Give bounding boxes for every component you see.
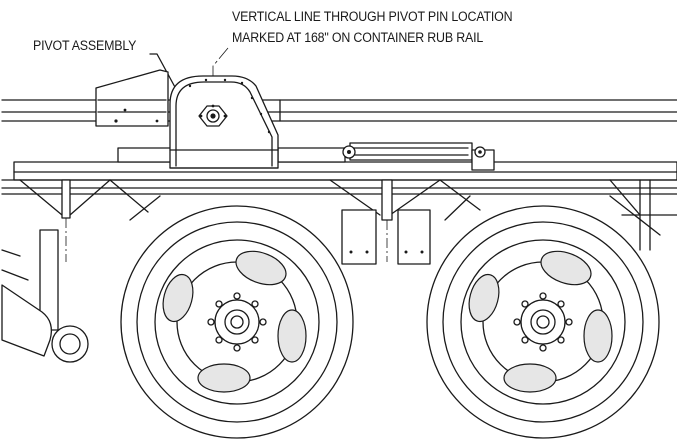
wheel-left [120,205,354,439]
rear-frame [621,179,677,251]
wheel-right [426,205,660,439]
vertical-line-label-line2: MARKED AT 168" ON CONTAINER RUB RAIL [232,30,484,45]
vertical-line-label-line1: VERTICAL LINE THROUGH PIVOT PIN LOCATION [232,9,513,24]
slide-beam [95,69,169,127]
landing-link [1,229,89,363]
pivot-assembly-label: PIVOT ASSEMBLY [33,38,137,53]
pivot-assembly-housing [169,75,279,169]
hangers [341,209,431,265]
cylinder [342,142,495,171]
